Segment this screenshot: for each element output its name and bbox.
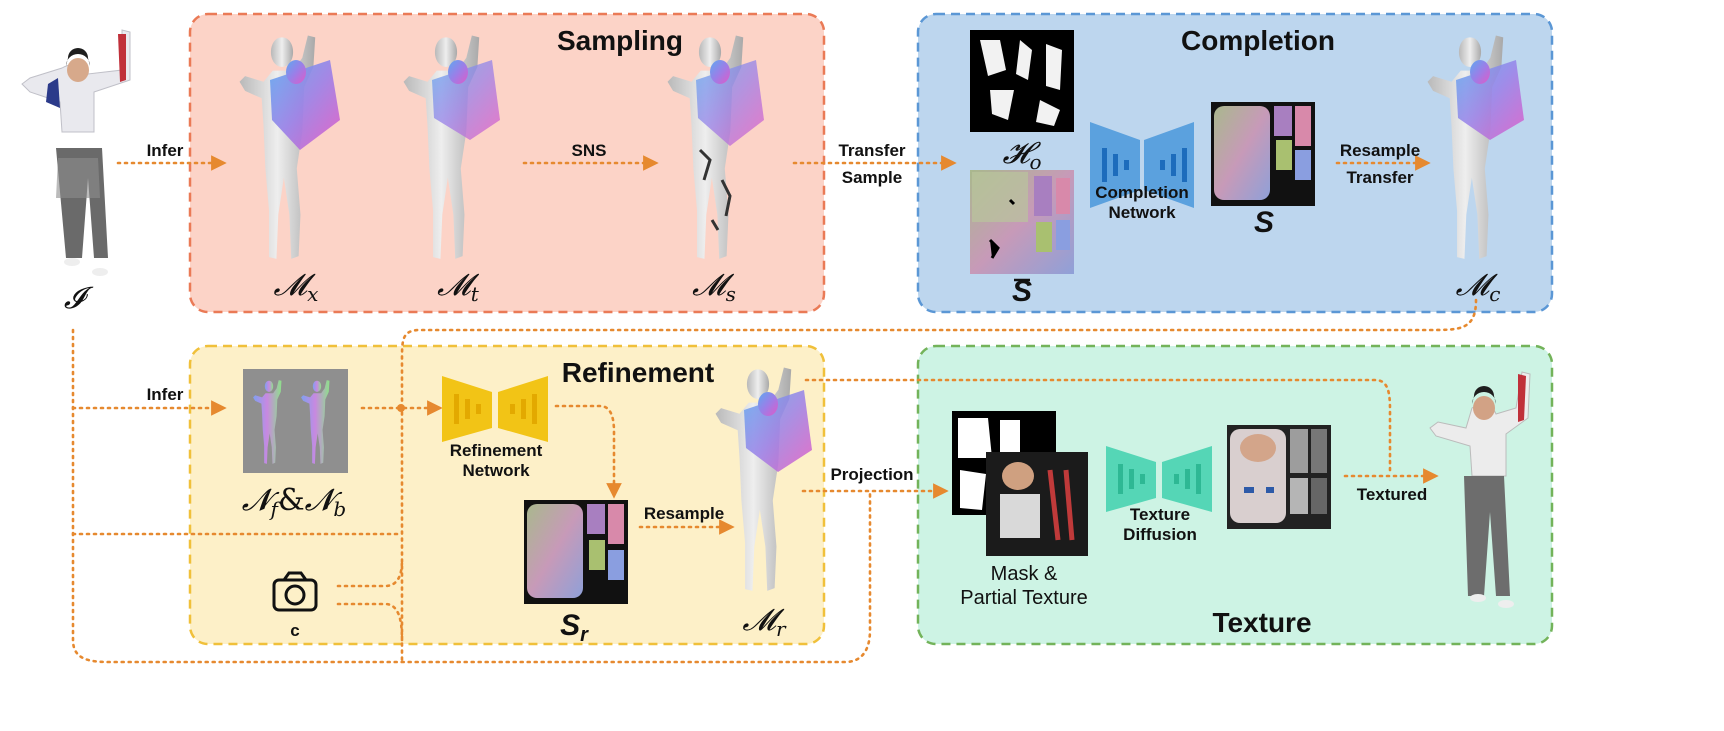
ho-map: 𝓗o [970,30,1074,174]
resample-top-label: Resample [1340,141,1420,160]
texture-diff-label-2: Diffusion [1123,525,1197,544]
textured-person [1429,371,1531,608]
camera-symbol: c [290,621,299,640]
infer-top-label: Infer [147,141,184,160]
texture-title: Texture [1212,607,1311,638]
sr-map: Sr [524,500,628,646]
refinement-network: Refinement Network [442,376,548,480]
s-map: S [1211,102,1315,239]
infer-bottom-label: Infer [147,385,184,404]
refinement-panel: Refinement [188,344,826,646]
refinement-net-label-2: Network [462,461,530,480]
mask-label-2: Partial Texture [960,587,1087,609]
mask-partial-texture: Mask & Partial Texture [952,411,1088,609]
sr-symbol: Sr [560,609,589,646]
s-bar-symbol: S [1012,275,1032,308]
sampling-title: Sampling [557,25,683,56]
camera-icon: c [272,571,318,640]
resample-bottom-label: Resample [644,504,724,523]
input-person-image: 𝓘 [21,29,131,316]
sample-label: Sample [842,168,902,187]
projection-label: Projection [830,465,913,484]
refinement-title: Refinement [562,357,714,388]
texture-diff-label-1: Texture [1130,505,1190,524]
sns-label: SNS [572,141,607,160]
texture-diffusion: Texture Diffusion [1106,446,1212,544]
completion-net-label-2: Network [1108,203,1176,222]
refinement-net-label-1: Refinement [450,441,543,460]
mask-label-1: Mask & [991,563,1058,585]
nf-nb-symbol: 𝓝f&𝓝b [242,483,346,521]
transfer-2-label: Transfer [1346,168,1413,187]
flow-lines [71,155,1478,664]
mesh-mc: 𝓜c [1427,35,1524,306]
completion-title: Completion [1181,25,1335,56]
textured-label: Textured [1357,485,1428,504]
mesh-mt: 𝓜t [403,35,500,306]
transfer-label: Transfer [838,141,905,160]
completion-network: Completion Network [1090,122,1194,222]
normal-maps: 𝓝f&𝓝b [242,369,348,521]
texture-map [1227,425,1331,529]
s-bar-map: S [970,170,1074,308]
flow-labels: Infer SNS Transfer Sample Resample Trans… [147,141,1428,523]
completion-net-label-1: Completion [1095,183,1189,202]
s-symbol: S [1254,206,1274,239]
input-image-symbol: 𝓘 [64,281,94,316]
